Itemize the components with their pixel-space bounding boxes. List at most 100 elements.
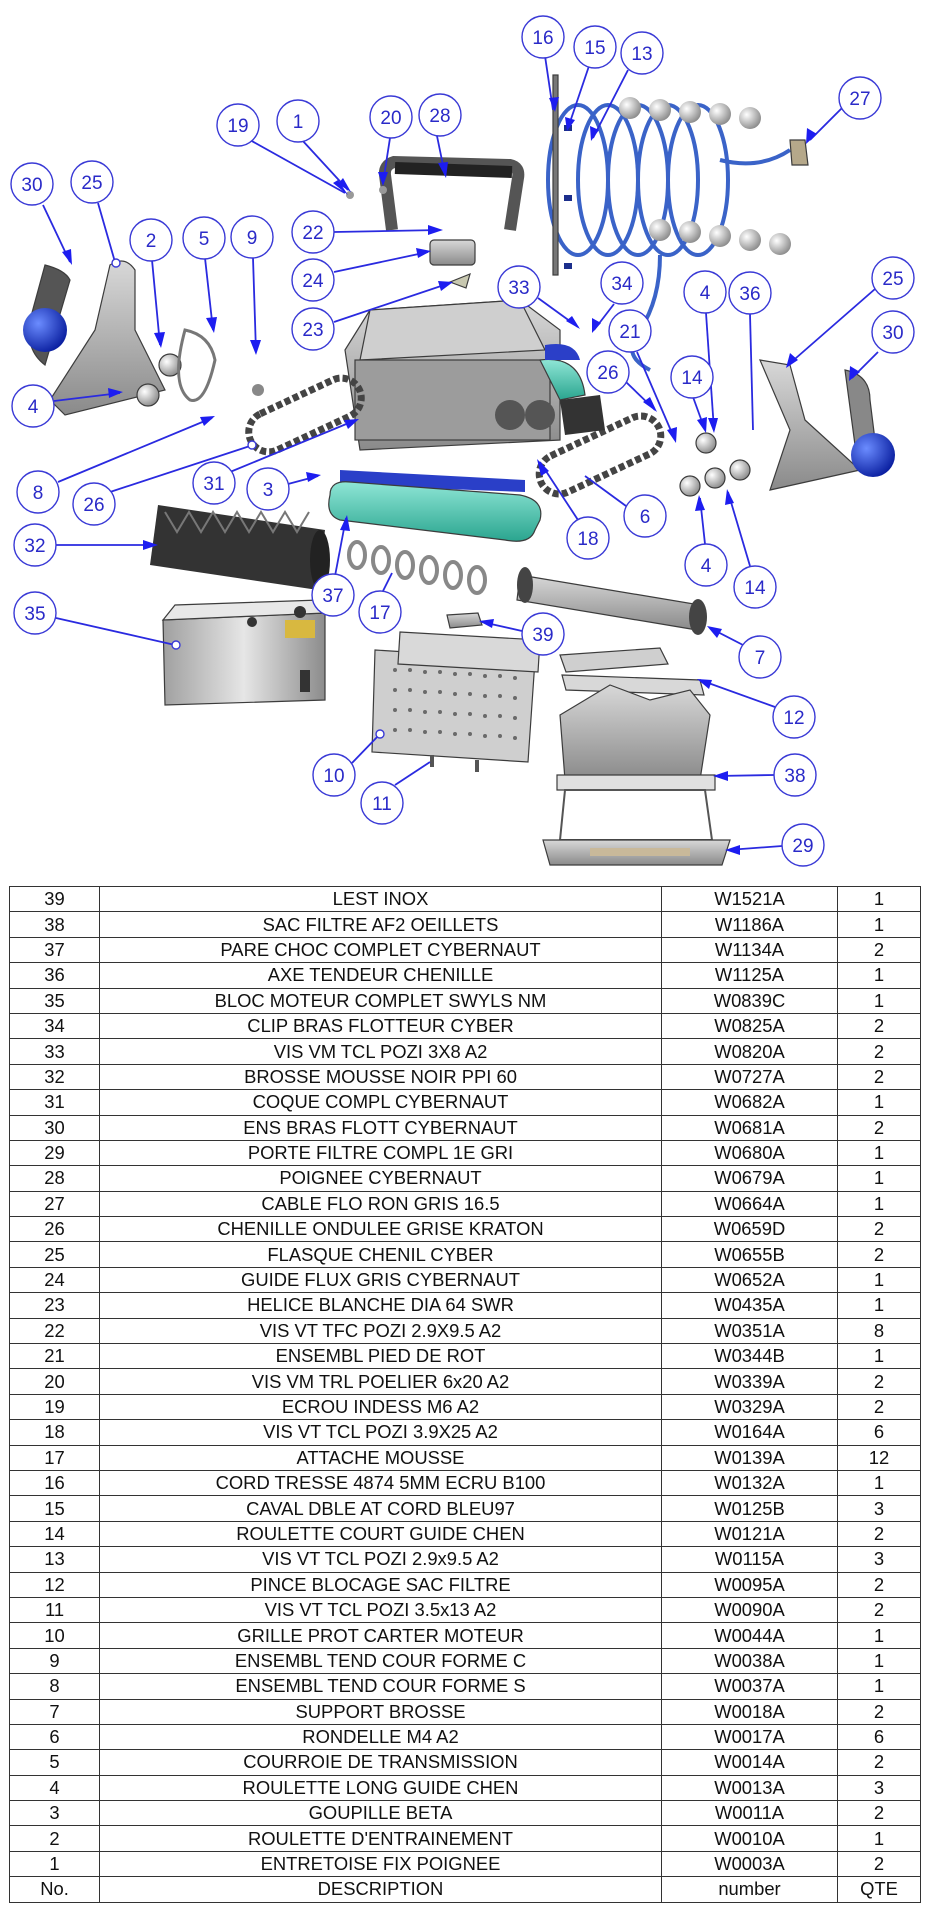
cell-no: 35 <box>9 987 100 1014</box>
cell-number: W1521A <box>661 885 838 913</box>
cell-no: 13 <box>9 1546 100 1573</box>
callout-number: 37 <box>322 586 343 607</box>
cell-description: SUPPORT BROSSE <box>99 1698 662 1725</box>
callout-number: 1 <box>293 112 304 133</box>
cell-number: W0121A <box>661 1520 838 1548</box>
cell-number: W0820A <box>661 1038 838 1065</box>
cell-number: W0659D <box>661 1216 838 1243</box>
cell-no: 8 <box>9 1673 100 1700</box>
cell-number: W0018A <box>661 1698 838 1725</box>
cell-qty: 2 <box>837 1114 921 1141</box>
callout-number: 4 <box>701 556 712 577</box>
cell-description: HELICE BLANCHE DIA 64 SWR <box>99 1292 662 1319</box>
cell-qty: 1 <box>837 1647 921 1675</box>
cable-coil-part <box>546 97 809 372</box>
cell-no: 10 <box>9 1622 100 1649</box>
callout-36: 36 <box>728 271 772 431</box>
cell-qty: 2 <box>837 1063 921 1091</box>
callout-number: 26 <box>597 363 618 384</box>
cell-qty: 3 <box>837 1495 921 1522</box>
callout-25: 25 <box>70 160 121 268</box>
callout-number: 16 <box>532 28 553 49</box>
cell-number: W0681A <box>661 1114 838 1141</box>
cell-description: CHENILLE ONDULEE GRISE KRATON <box>99 1216 662 1243</box>
cell-no: 17 <box>9 1444 100 1471</box>
cell-number: W0044A <box>661 1622 838 1649</box>
cell-description: ATTACHE MOUSSE <box>99 1444 662 1471</box>
cell-no: 33 <box>9 1038 100 1065</box>
cell-description: CABLE FLO RON GRIS 16.5 <box>99 1190 662 1218</box>
cell-no: 28 <box>9 1165 100 1192</box>
callout-25b: 25 <box>786 256 915 368</box>
callout-number: 38 <box>784 766 805 787</box>
cell-number: W1125A <box>661 962 838 989</box>
callout-number: 30 <box>21 175 42 196</box>
callout-number: 24 <box>302 271 324 292</box>
cell-number: W0014A <box>661 1749 838 1776</box>
cell-description: ENS BRAS FLOTT CYBERNAUT <box>99 1114 662 1141</box>
cell-number: W0003A <box>661 1850 838 1878</box>
callout-16: 16 <box>521 15 565 112</box>
cell-description: VIS VT TCL POZI 3.5x13 A2 <box>99 1596 662 1624</box>
cell-qty: 1 <box>837 1089 921 1116</box>
cell-description: CAVAL DBLE AT CORD BLEU97 <box>99 1495 662 1522</box>
cell-number: W0682A <box>661 1089 838 1116</box>
cell-description: AXE TENDEUR CHENILLE <box>99 962 662 989</box>
callout-number: 12 <box>783 708 804 729</box>
cell-number: W0090A <box>661 1596 838 1624</box>
callout-number: 27 <box>849 89 870 110</box>
cell-qty: 2 <box>837 1850 921 1878</box>
cell-qty: 1 <box>837 962 921 989</box>
cell-qty: 2 <box>837 1393 921 1421</box>
cell-description: VIS VT TCL POZI 3.9X25 A2 <box>99 1419 662 1446</box>
callout-4: 4 <box>683 270 727 433</box>
filter-holder-part <box>542 789 731 866</box>
cell-number: W1134A <box>661 936 838 964</box>
cell-qty: 2 <box>837 1596 921 1624</box>
callout-number: 33 <box>508 278 529 299</box>
cell-no: 39 <box>9 885 100 913</box>
cell-qty: 2 <box>837 1698 921 1725</box>
track-belt-right-part <box>535 395 665 498</box>
callout-34: 34 <box>592 261 644 333</box>
callout-26b: 26 <box>72 440 257 526</box>
callout-number: 18 <box>577 529 598 550</box>
drive-wheels-parts <box>136 328 751 497</box>
cell-number: W0011A <box>661 1800 838 1827</box>
cell-description: BLOC MOTEUR COMPLET SWYLS NM <box>99 987 662 1014</box>
cell-number: W0344B <box>661 1343 838 1370</box>
callout-26: 26 <box>586 350 657 412</box>
cell-description: COQUE COMPL CYBERNAUT <box>99 1089 662 1116</box>
cell-number: W0017A <box>661 1723 838 1751</box>
callout-6: 6 <box>584 475 667 538</box>
cell-number: W0435A <box>661 1292 838 1319</box>
cell-qty: 1 <box>837 1469 921 1497</box>
cell-number: W0825A <box>661 1012 838 1040</box>
cell-qty: 2 <box>837 1038 921 1065</box>
cell-number: W0010A <box>661 1825 838 1852</box>
cell-qty: 8 <box>837 1317 921 1345</box>
cell-no: 12 <box>9 1571 100 1598</box>
cell-number: W0652A <box>661 1266 838 1294</box>
cell-qty: 6 <box>837 1723 921 1751</box>
cell-description: PORTE FILTRE COMPL 1E GRI <box>99 1139 662 1167</box>
cell-number: W1186A <box>661 911 838 938</box>
cell-description: BROSSE MOUSSE NOIR PPI 60 <box>99 1063 662 1091</box>
callout-number: 19 <box>227 116 248 137</box>
cell-description: CORD TRESSE 4874 5MM ECRU B100 <box>99 1469 662 1497</box>
callout-3: 3 <box>246 467 321 511</box>
callout-number: 2 <box>146 231 157 252</box>
